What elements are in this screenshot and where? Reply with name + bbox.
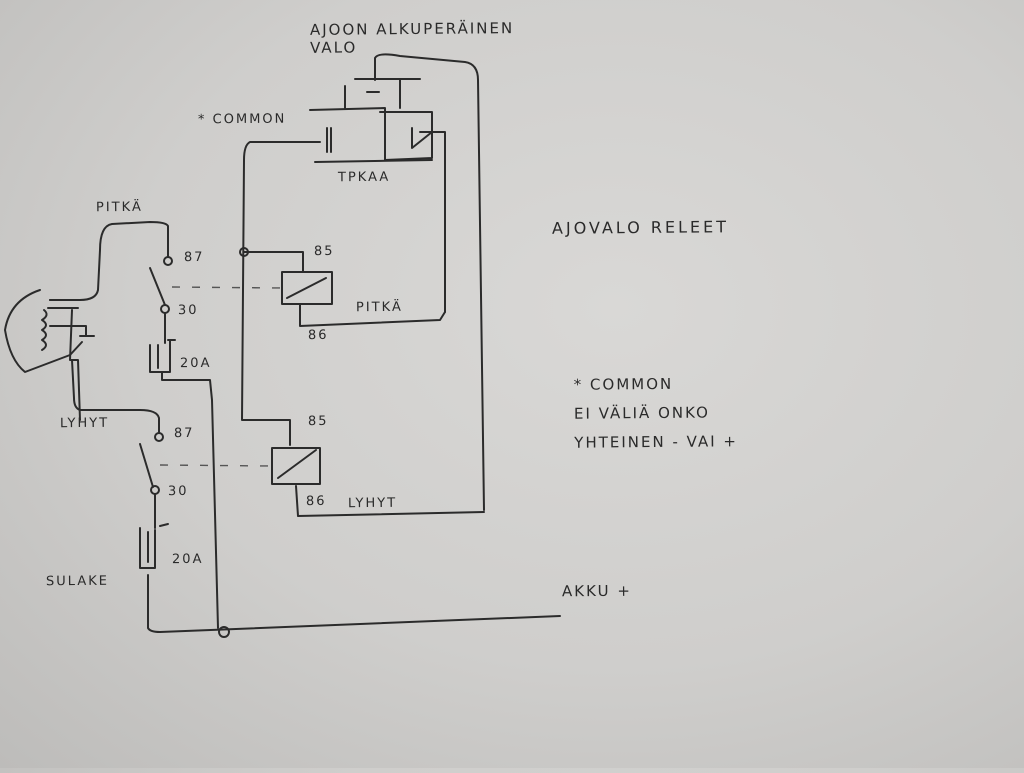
wire-headlight-to-pitka: [419, 131, 446, 313]
diagram-title: AJOVALO RELEET: [551, 217, 730, 238]
relay-link-lyhyt: [159, 464, 273, 467]
junction-battery: [218, 626, 230, 638]
connector-pin-common: [326, 127, 332, 153]
relay-pitka-pin-85: 85: [313, 243, 335, 260]
relay-pitka-name: PITKÄ: [355, 299, 403, 316]
relay-lyhyt-pin-87: 87: [173, 425, 195, 442]
fuse-label: SULAKE: [45, 573, 110, 590]
note-block: * COMMON EI VÄLIÄ ONKO YHTEINEN - VAI +: [574, 369, 738, 457]
relay-pitka-pin-30: 30: [177, 302, 199, 319]
switch-low-label: LYHYT: [59, 415, 110, 432]
common-label: * COMMON: [197, 111, 287, 128]
connector-body: [309, 107, 433, 161]
relay-pitka-contacts: [49, 221, 219, 629]
wire-common-to-85-pitka: [243, 251, 304, 273]
junction-common: [239, 247, 249, 257]
relay-lyhyt-contacts: [71, 359, 561, 638]
connector-pin-right: [411, 127, 433, 149]
relay-pitka-fuse: 20A: [179, 355, 212, 372]
relay-lyhyt-pin-85: 85: [307, 413, 329, 430]
dimmer-switch: [4, 289, 95, 421]
headlight-label-line1: AJOON ALKUPERÄINEN: [309, 19, 515, 39]
wire-headlight-to-lyhyt: [374, 53, 485, 511]
note-line3: YHTEINEN - VAI +: [574, 432, 739, 452]
relay-lyhyt-name: LYHYT: [347, 495, 398, 512]
headlight-connector: [309, 53, 485, 511]
switch-high-label: PITKÄ: [95, 199, 143, 216]
relay-link-pitka: [171, 286, 283, 289]
relay-pitka-coil: [281, 271, 446, 327]
connector-bottom: [314, 159, 433, 163]
relay-pitka-pin-86: 86: [307, 327, 329, 344]
battery-label: AKKU +: [561, 581, 632, 601]
relay-lyhyt-pin-86: 86: [305, 493, 327, 510]
wire-common-bus: [241, 141, 321, 446]
relay-lyhyt-coil: [271, 447, 485, 517]
relay-lyhyt-pin-30: 30: [167, 483, 189, 500]
connector-label: TPKAA: [337, 169, 391, 186]
headlight-label-line2: VALO: [310, 38, 358, 57]
relay-lyhyt-fuse: 20A: [171, 551, 204, 568]
relay-pitka-pin-87: 87: [183, 249, 205, 266]
note-line2: EI VÄLIÄ ONKO: [573, 403, 710, 423]
headlight-label: AJOON ALKUPERÄINEN VALO: [310, 19, 515, 57]
note-line1: * COMMON: [573, 374, 674, 394]
